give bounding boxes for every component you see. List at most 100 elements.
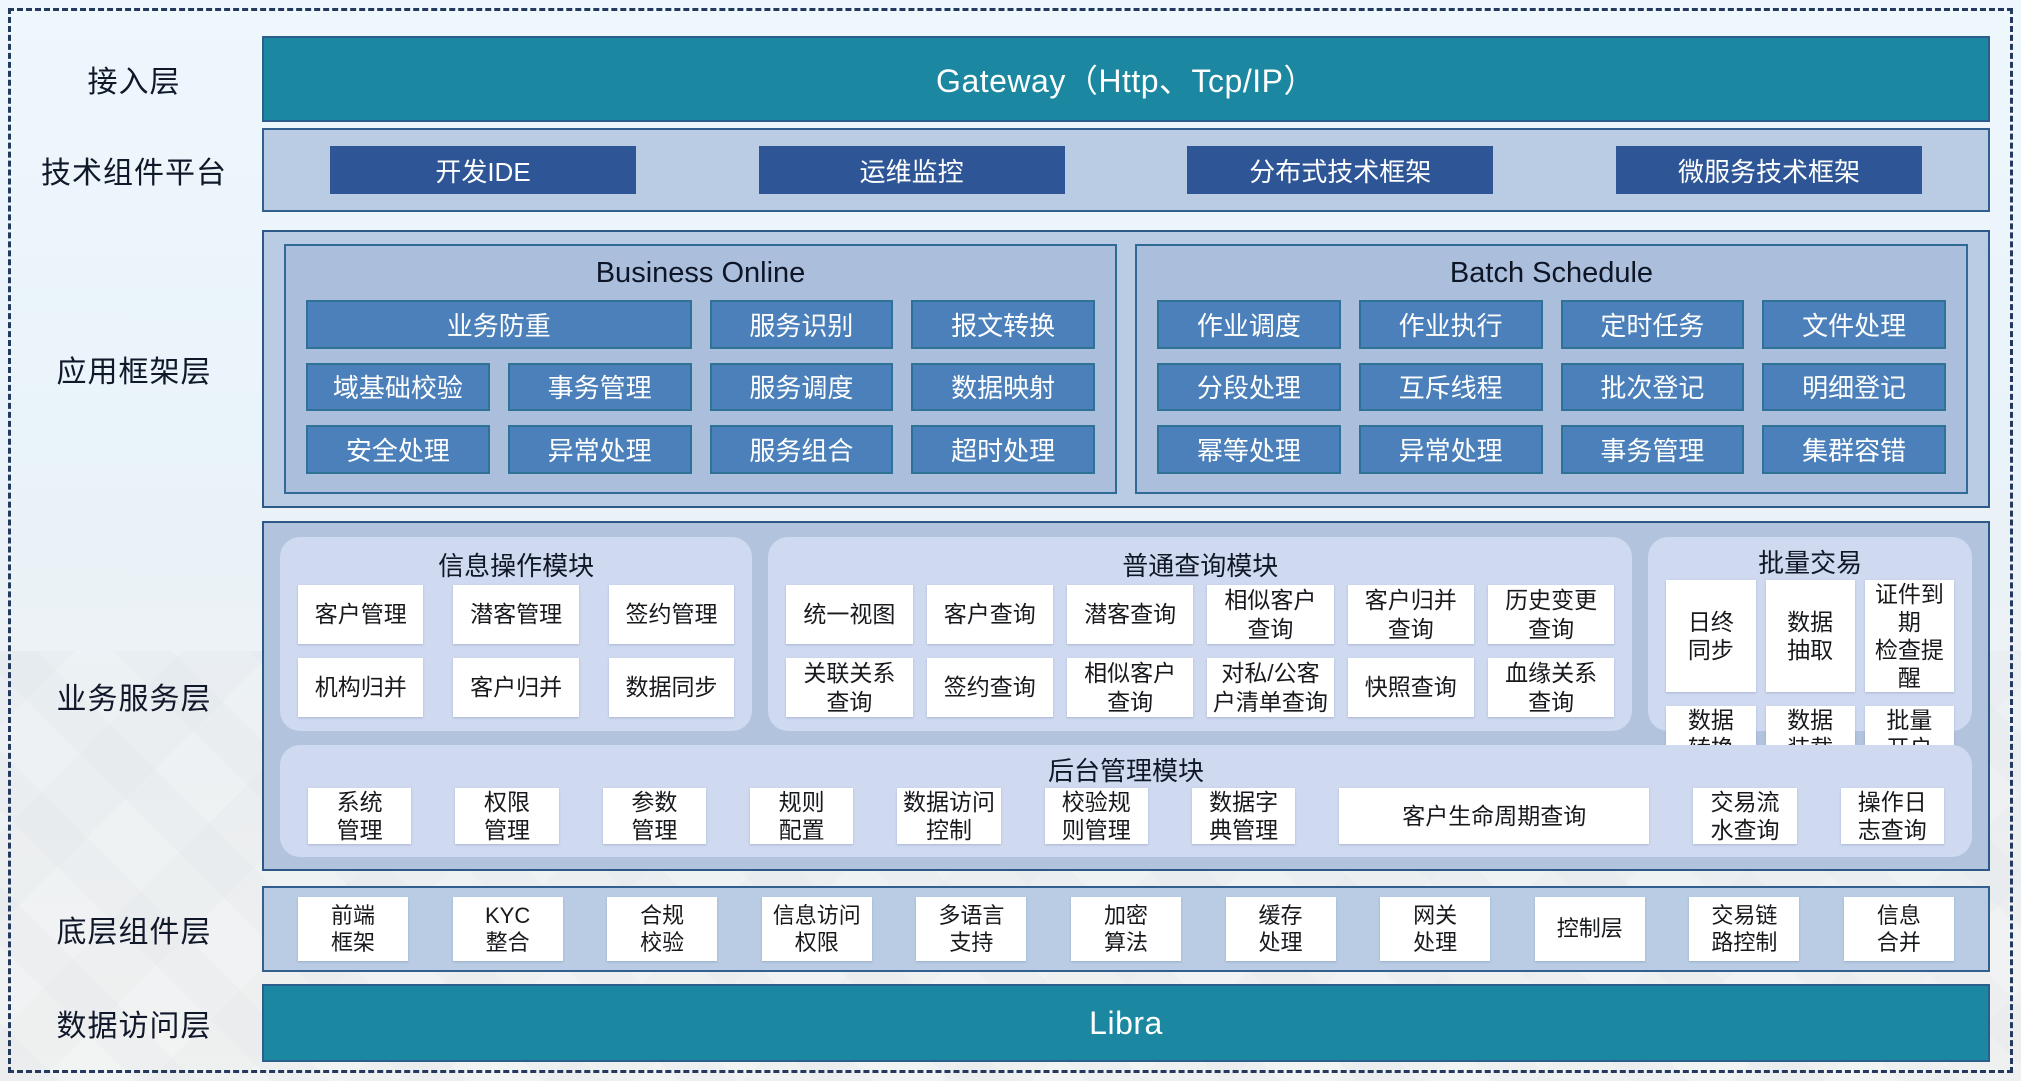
app-item: 明细登记 bbox=[1762, 362, 1946, 412]
service-card: 数据同步 bbox=[608, 658, 735, 717]
service-card: 数据 抽取 bbox=[1765, 580, 1855, 693]
admin-card: 操作日 志查询 bbox=[1840, 788, 1944, 845]
base-card: KYC 整合 bbox=[452, 897, 563, 961]
app-item: 互斥线程 bbox=[1358, 362, 1543, 412]
service-card: 潜客查询 bbox=[1066, 585, 1194, 644]
app-item: 文件处理 bbox=[1762, 300, 1946, 349]
service-card: 血缘关系 查询 bbox=[1487, 658, 1615, 717]
layer-label-base: 底层组件层 bbox=[56, 916, 212, 949]
app-item: 事务管理 bbox=[507, 362, 692, 412]
app-item: 业务防重 bbox=[306, 300, 692, 349]
button-ops-monitoring: 运维监控 bbox=[758, 146, 1065, 194]
app-item: 分段处理 bbox=[1157, 362, 1341, 412]
info-operation-grid: 客户管理 潜客管理 签约管理 机构归并 客户归并 数据同步 bbox=[298, 585, 735, 717]
tech-platform-strip: 开发IDE 运维监控 分布式技术框架 微服务技术框架 bbox=[262, 128, 1990, 212]
app-item: 超时处理 bbox=[911, 425, 1095, 474]
business-services-container: 信息操作模块 客户管理 潜客管理 签约管理 机构归并 客户归并 数据同步 普通查… bbox=[262, 521, 1990, 871]
backend-admin-grid: 系统 管理 权限 管理 参数 管理 规则 配置 数据访问 控制 校验规 则管理 … bbox=[298, 788, 1954, 845]
admin-card: 校验规 则管理 bbox=[1044, 788, 1148, 845]
general-query-module: 普通查询模块 统一视图 客户查询 潜客查询 相似客户 查询 客户归并 查询 历史… bbox=[768, 537, 1633, 731]
service-card: 快照查询 bbox=[1347, 658, 1474, 717]
base-card: 信息 合并 bbox=[1843, 897, 1954, 961]
button-dev-ide: 开发IDE bbox=[330, 146, 636, 194]
gateway-bar: Gateway（Http、Tcp/IP） bbox=[262, 36, 1990, 122]
service-card: 签约管理 bbox=[608, 585, 735, 644]
info-operation-module: 信息操作模块 客户管理 潜客管理 签约管理 机构归并 客户归并 数据同步 bbox=[280, 537, 753, 731]
layer-label-data: 数据访问层 bbox=[56, 1010, 212, 1043]
batch-schedule-title: Batch Schedule bbox=[1449, 256, 1654, 289]
app-item: 集群容错 bbox=[1762, 425, 1946, 474]
base-card: 交易链 路控制 bbox=[1689, 897, 1800, 961]
service-card: 相似客户 查询 bbox=[1066, 658, 1194, 717]
base-card: 缓存 处理 bbox=[1225, 897, 1336, 961]
service-card: 签约查询 bbox=[926, 658, 1053, 717]
service-card: 客户查询 bbox=[926, 585, 1053, 644]
service-card: 潜客管理 bbox=[453, 585, 579, 644]
base-card: 信息访问 权限 bbox=[761, 897, 872, 961]
service-card: 客户归并 bbox=[453, 658, 579, 717]
service-card: 证件到期 检查提醒 bbox=[1864, 580, 1954, 693]
base-card: 前端 框架 bbox=[298, 897, 408, 961]
service-card: 日终 同步 bbox=[1666, 580, 1756, 693]
layer-label-tech: 技术组件平台 bbox=[41, 157, 227, 190]
app-item: 事务管理 bbox=[1560, 425, 1745, 474]
backend-admin-title: 后台管理模块 bbox=[1047, 756, 1204, 786]
base-card: 合规 校验 bbox=[607, 897, 718, 961]
admin-card: 数据访问 控制 bbox=[897, 788, 1001, 845]
layer-label-access: 接入层 bbox=[87, 66, 181, 99]
general-query-title: 普通查询模块 bbox=[1122, 550, 1279, 581]
app-item: 异常处理 bbox=[1358, 425, 1543, 474]
app-item: 定时任务 bbox=[1560, 300, 1745, 349]
app-item: 服务调度 bbox=[709, 362, 894, 412]
app-item: 报文转换 bbox=[911, 300, 1095, 349]
service-card: 统一视图 bbox=[786, 585, 913, 644]
business-online-panel: Business Online 业务防重 服务识别 报文转换 域基础校验 事务管… bbox=[284, 244, 1117, 494]
admin-card: 客户生命周期查询 bbox=[1339, 788, 1650, 845]
info-operation-title: 信息操作模块 bbox=[438, 550, 595, 581]
admin-card: 数据字 典管理 bbox=[1191, 788, 1296, 845]
app-item: 服务组合 bbox=[709, 425, 894, 474]
batch-transaction-grid: 日终 同步 数据 抽取 证件到期 检查提醒 数据 转换 数据 装载 批量 开户 bbox=[1666, 580, 1954, 763]
admin-card: 规则 配置 bbox=[749, 788, 854, 845]
app-item: 作业执行 bbox=[1358, 300, 1543, 349]
app-framework-container: Business Online 业务防重 服务识别 报文转换 域基础校验 事务管… bbox=[262, 230, 1990, 508]
libra-bar: Libra bbox=[262, 984, 1990, 1062]
service-card: 机构归并 bbox=[298, 658, 424, 717]
button-distributed-framework: 分布式技术框架 bbox=[1187, 146, 1494, 194]
button-microservice-framework: 微服务技术框架 bbox=[1615, 146, 1922, 194]
backend-admin-module: 后台管理模块 系统 管理 权限 管理 参数 管理 规则 配置 数据访问 控制 校… bbox=[280, 745, 1972, 857]
admin-card: 参数 管理 bbox=[602, 788, 706, 845]
service-card: 历史变更 查询 bbox=[1487, 585, 1615, 644]
admin-card: 权限 管理 bbox=[455, 788, 559, 845]
service-card: 关联关系 查询 bbox=[786, 658, 913, 717]
business-online-title: Business Online bbox=[595, 256, 806, 289]
service-card: 相似客户 查询 bbox=[1207, 585, 1334, 644]
service-card: 客户归并 查询 bbox=[1347, 585, 1474, 644]
base-card: 加密 算法 bbox=[1070, 897, 1181, 961]
service-card: 对私/公客 户清单查询 bbox=[1207, 658, 1334, 717]
app-item: 异常处理 bbox=[507, 425, 692, 474]
app-item: 数据映射 bbox=[911, 362, 1095, 412]
business-services-top-row: 信息操作模块 客户管理 潜客管理 签约管理 机构归并 客户归并 数据同步 普通查… bbox=[280, 537, 1972, 763]
layer-label-business: 业务服务层 bbox=[56, 683, 212, 716]
app-item: 批次登记 bbox=[1560, 362, 1745, 412]
batch-transaction-title: 批量交易 bbox=[1758, 548, 1863, 578]
app-item: 域基础校验 bbox=[306, 362, 490, 412]
layer-label-app: 应用框架层 bbox=[56, 356, 212, 389]
batch-schedule-grid: 作业调度 作业执行 定时任务 文件处理 分段处理 互斥线程 批次登记 明细登记 … bbox=[1137, 294, 1966, 492]
app-item: 服务识别 bbox=[709, 300, 894, 349]
service-card: 客户管理 bbox=[298, 585, 424, 644]
batch-transaction-module: 批量交易 日终 同步 数据 抽取 证件到期 检查提醒 数据 转换 数据 装载 批… bbox=[1648, 537, 1972, 763]
business-online-grid: 业务防重 服务识别 报文转换 域基础校验 事务管理 服务调度 数据映射 安全处理… bbox=[286, 294, 1115, 492]
batch-schedule-panel: Batch Schedule 作业调度 作业执行 定时任务 文件处理 分段处理 … bbox=[1135, 244, 1968, 494]
admin-card: 系统 管理 bbox=[308, 788, 412, 845]
base-card: 网关 处理 bbox=[1380, 897, 1491, 961]
admin-card: 交易流 水查询 bbox=[1693, 788, 1797, 845]
general-query-grid: 统一视图 客户查询 潜客查询 相似客户 查询 客户归并 查询 历史变更 查询 关… bbox=[786, 585, 1615, 717]
base-card: 控制层 bbox=[1534, 897, 1645, 961]
base-components-strip: 前端 框架 KYC 整合 合规 校验 信息访问 权限 多语言 支持 加密 算法 … bbox=[262, 886, 1990, 972]
app-item: 幂等处理 bbox=[1157, 425, 1341, 474]
app-item: 作业调度 bbox=[1157, 300, 1341, 349]
base-card: 多语言 支持 bbox=[916, 897, 1027, 961]
